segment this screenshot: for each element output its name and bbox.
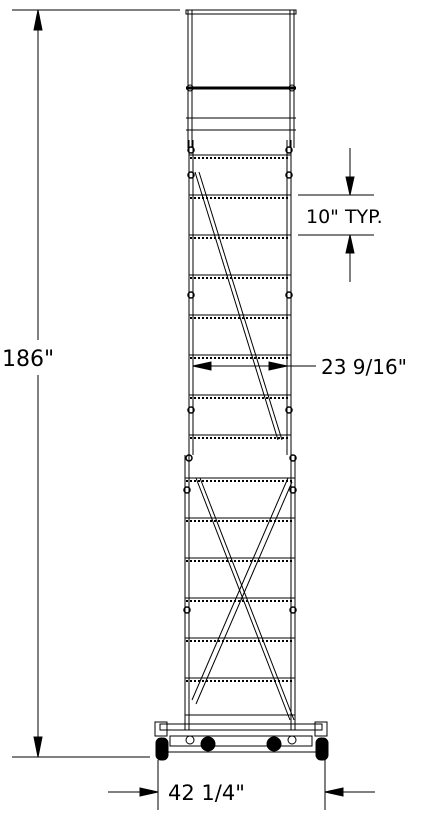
rail-clamps: [183, 146, 297, 614]
height-dimension: [12, 9, 180, 758]
upper-rails: [188, 140, 292, 455]
lower-rails: [184, 455, 296, 730]
rung-spacing-dimension: [298, 148, 374, 282]
rung-spacing-label: 10" TYP.: [306, 206, 383, 228]
base-width-dimension: [108, 760, 375, 810]
inner-width-label: 23 9/16": [321, 355, 407, 379]
height-label: 186": [2, 347, 54, 372]
top-handrail: [185, 9, 297, 148]
caster-wheels: [155, 735, 329, 761]
rungs: [185, 154, 295, 716]
tread-serrations: [186, 157, 294, 682]
inner-width-dimension: [192, 361, 316, 371]
base-frame: [154, 721, 328, 753]
base-width-label: 42 1/4": [168, 781, 245, 805]
